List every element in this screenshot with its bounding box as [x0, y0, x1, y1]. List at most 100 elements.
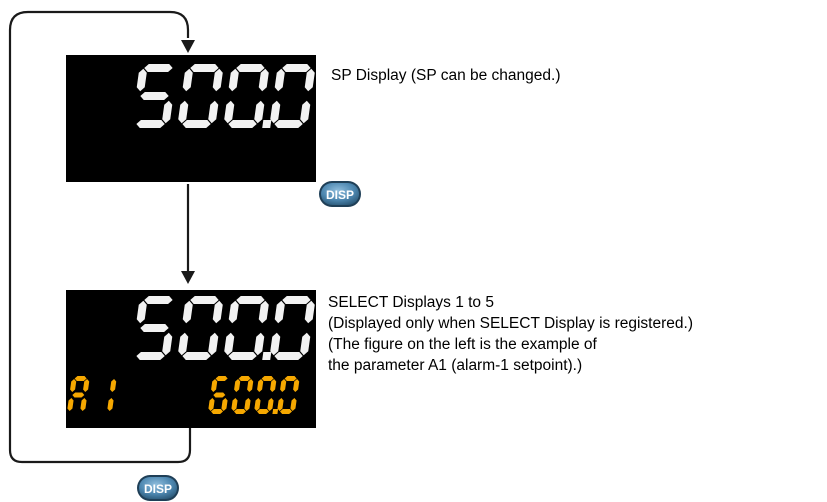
segment: [208, 398, 215, 411]
segment-digit: [254, 376, 279, 414]
segment: [144, 296, 173, 304]
segment: [267, 398, 274, 411]
select-display-value: [136, 296, 315, 360]
segment-digit: [277, 376, 300, 414]
segment: [224, 100, 235, 124]
segment: [162, 100, 173, 124]
segment: [244, 398, 251, 411]
segment: [234, 409, 247, 414]
segment: [304, 68, 315, 92]
segment-digit: [178, 296, 223, 360]
disp-key-label: DISP: [326, 188, 354, 202]
disp-key-label: DISP: [144, 482, 172, 496]
segment: [257, 379, 264, 392]
segment-digit: [107, 379, 117, 411]
segment: [300, 332, 311, 356]
segment-digit: [136, 64, 173, 128]
segment: [300, 100, 311, 124]
segment: [277, 398, 284, 411]
segment: [282, 296, 311, 304]
segment: [274, 300, 285, 324]
segment: [290, 398, 297, 411]
loop-return-line: [8, 10, 192, 464]
segment: [83, 379, 90, 392]
segment: [236, 64, 265, 72]
segment: [190, 64, 219, 72]
decimal-point: [262, 352, 272, 360]
segment: [258, 300, 269, 324]
loop-return-arrowhead: [181, 40, 195, 53]
segment: [182, 352, 211, 360]
select-display-caption: SELECT Displays 1 to 5 (Displayed only w…: [328, 292, 693, 376]
segment: [274, 68, 285, 92]
segment: [228, 120, 257, 128]
select-display: [66, 290, 316, 428]
segment: [228, 68, 239, 92]
segment: [274, 120, 303, 128]
segment: [215, 376, 228, 381]
segment: [178, 100, 189, 124]
segment: [208, 100, 219, 124]
segment: [136, 120, 165, 128]
sp-display-value: [136, 64, 315, 128]
segment: [284, 376, 297, 381]
segment: [234, 379, 241, 392]
segment: [282, 64, 311, 72]
segment: [67, 398, 74, 411]
segment: [190, 296, 219, 304]
segment: [211, 379, 218, 392]
segment: [212, 68, 223, 92]
segment-digit: [136, 296, 173, 360]
segment: [182, 68, 193, 92]
disp-key-button-return[interactable]: DISP: [136, 474, 180, 502]
next-display-arrowhead: [181, 271, 195, 284]
select-caption-line: (Displayed only when SELECT Display is r…: [328, 315, 693, 332]
sp-display: [66, 55, 316, 182]
segment: [178, 332, 189, 356]
segment: [238, 376, 251, 381]
segment: [80, 398, 87, 411]
segment: [304, 300, 315, 324]
segment: [228, 300, 239, 324]
decimal-point: [262, 120, 272, 128]
segment-digit: [270, 296, 315, 360]
disp-key-button[interactable]: DISP: [318, 180, 362, 208]
segment: [162, 332, 173, 356]
segment: [182, 120, 211, 128]
sp-display-caption: SP Display (SP can be changed.): [331, 67, 561, 84]
segment-digit: [270, 64, 315, 128]
segment: [224, 332, 235, 356]
segment-digit: [224, 296, 272, 360]
segment-digit: [224, 64, 272, 128]
segment: [270, 379, 277, 392]
segment: [247, 379, 254, 392]
segment: [72, 392, 85, 398]
segment: [136, 300, 147, 324]
segment: [274, 352, 303, 360]
segment: [254, 100, 265, 124]
segment: [212, 300, 223, 324]
segment: [208, 332, 219, 356]
segment: [280, 379, 287, 392]
segment-digit: [67, 376, 90, 411]
segment: [74, 376, 87, 381]
segment: [231, 398, 238, 411]
segment: [254, 398, 261, 411]
select-caption-line: SELECT Displays 1 to 5: [328, 294, 494, 311]
segment: [293, 379, 300, 392]
segment: [261, 376, 274, 381]
segment: [107, 398, 114, 411]
segment-digit: [178, 64, 223, 128]
segment: [280, 409, 293, 414]
select-caption-line: (The figure on the left is the example o…: [328, 336, 597, 353]
segment: [236, 296, 265, 304]
segment-digit: [231, 376, 254, 414]
segment: [221, 398, 228, 411]
segment: [257, 409, 270, 414]
segment: [136, 352, 165, 360]
segment: [110, 379, 117, 392]
segment: [182, 300, 193, 324]
segment: [228, 352, 257, 360]
segment: [136, 68, 147, 92]
